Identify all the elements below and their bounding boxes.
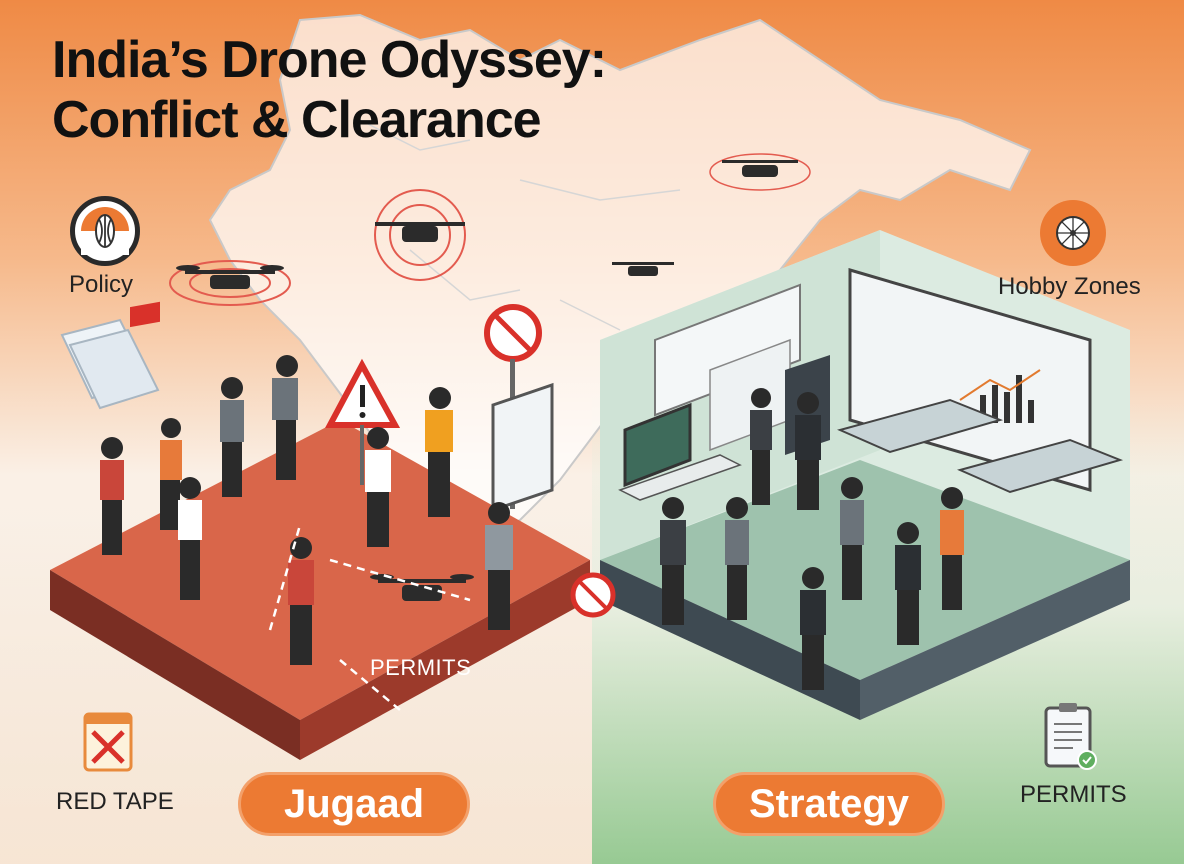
warning-sign	[325, 358, 401, 485]
title-line-1: India’s Drone Odyssey:	[52, 31, 607, 89]
left-platform	[50, 420, 590, 760]
drone-center	[374, 189, 466, 281]
permits-icon	[1043, 702, 1099, 772]
hobby-zones-icon	[1040, 200, 1106, 266]
drone-map-right	[709, 153, 811, 191]
checklist-board	[491, 382, 554, 513]
people-left	[100, 355, 513, 665]
policy-icon	[70, 196, 140, 266]
no-drone-sign-small	[570, 572, 616, 618]
floor-permits-text: PERMITS	[370, 655, 472, 680]
drone-left	[169, 260, 291, 306]
red-tape-label: RED TAPE	[56, 788, 174, 815]
documents-pile	[60, 301, 160, 410]
jugaad-button[interactable]: Jugaad	[238, 772, 470, 836]
page-title: India’s Drone Odyssey: Conflict & Cleara…	[52, 30, 607, 150]
title-line-2: Conflict & Clearance	[52, 91, 542, 149]
policy-label: Policy	[69, 271, 134, 298]
permits-label: PERMITS	[1020, 781, 1127, 808]
drone-room	[612, 262, 674, 276]
floor-arrows	[268, 524, 471, 711]
strategy-button[interactable]: Strategy	[713, 772, 945, 836]
people-right	[660, 388, 964, 690]
red-tape-icon	[83, 712, 133, 772]
hobby-zones-label: Hobby Zones	[998, 273, 1141, 300]
